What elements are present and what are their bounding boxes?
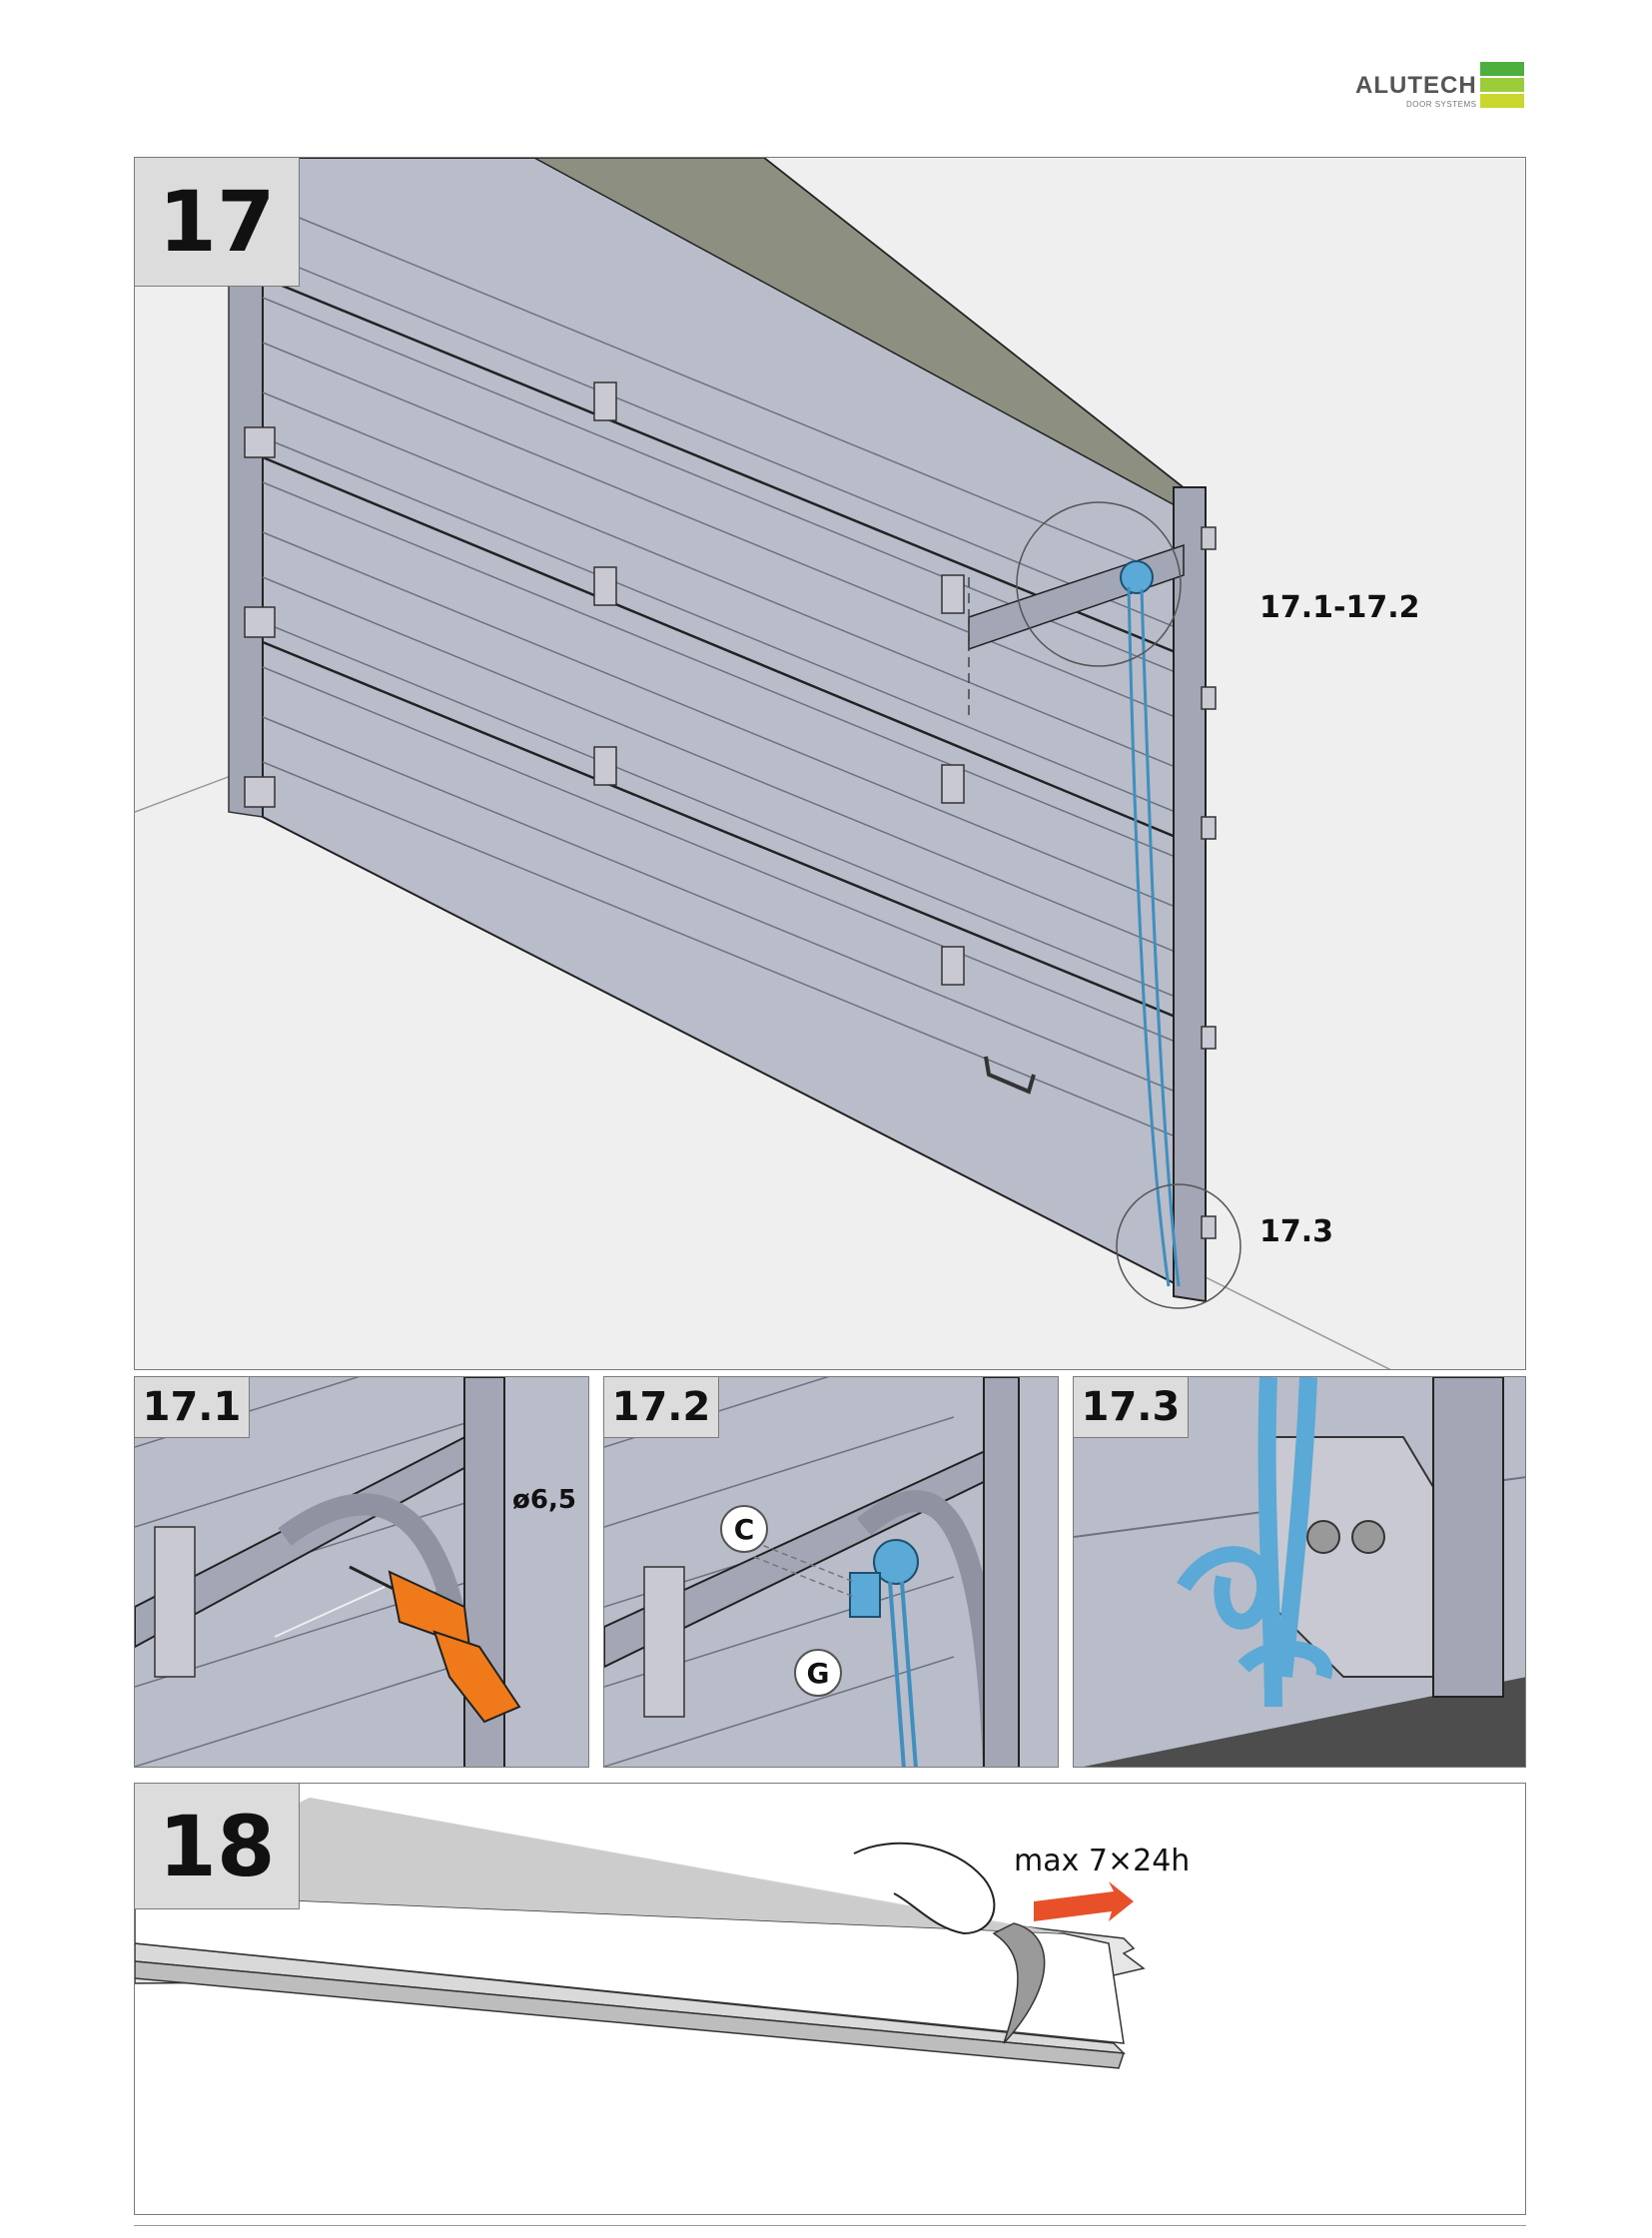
step-17-2-panel: 17.2 C G: [603, 1376, 1059, 1768]
callout-17-1-17-2: 17.1-17.2: [1259, 590, 1420, 625]
step-17-number: 17: [135, 158, 300, 287]
step-17-1-number: 17.1: [135, 1377, 250, 1438]
callout-17-3: 17.3: [1259, 1214, 1334, 1249]
footer-divider: [134, 2225, 1526, 2226]
step-17-2-number: 17.2: [604, 1377, 719, 1438]
part-g-label: G: [794, 1649, 842, 1697]
pulley-mounting-illustration: [604, 1377, 1058, 1767]
step-17-panel: 17 17.1-17.2 17.3: [134, 157, 1526, 1370]
step-17-1-panel: 17.1 ø6,5: [134, 1376, 589, 1768]
brand-logo-icon: [1480, 62, 1524, 108]
step-17-3-number: 17.3: [1074, 1377, 1189, 1438]
drilling-illustration: [135, 1377, 588, 1767]
max-duration-note: max 7×24h: [1014, 1844, 1191, 1878]
step-18-panel: 18 max 7×24h: [134, 1783, 1526, 2215]
cable-knot-illustration: [1074, 1377, 1525, 1767]
part-c-label: C: [720, 1505, 768, 1553]
garage-door-illustration: [135, 158, 1391, 1369]
brand-name: ALUTECH: [1355, 72, 1477, 99]
brand-tagline: DOOR SYSTEMS: [1406, 100, 1477, 109]
panel-film-removal-illustration: [135, 1798, 1146, 2069]
step-18-number: 18: [135, 1784, 300, 1909]
drill-diameter-label: ø6,5: [512, 1485, 576, 1515]
step-17-3-panel: 17.3: [1073, 1376, 1526, 1768]
